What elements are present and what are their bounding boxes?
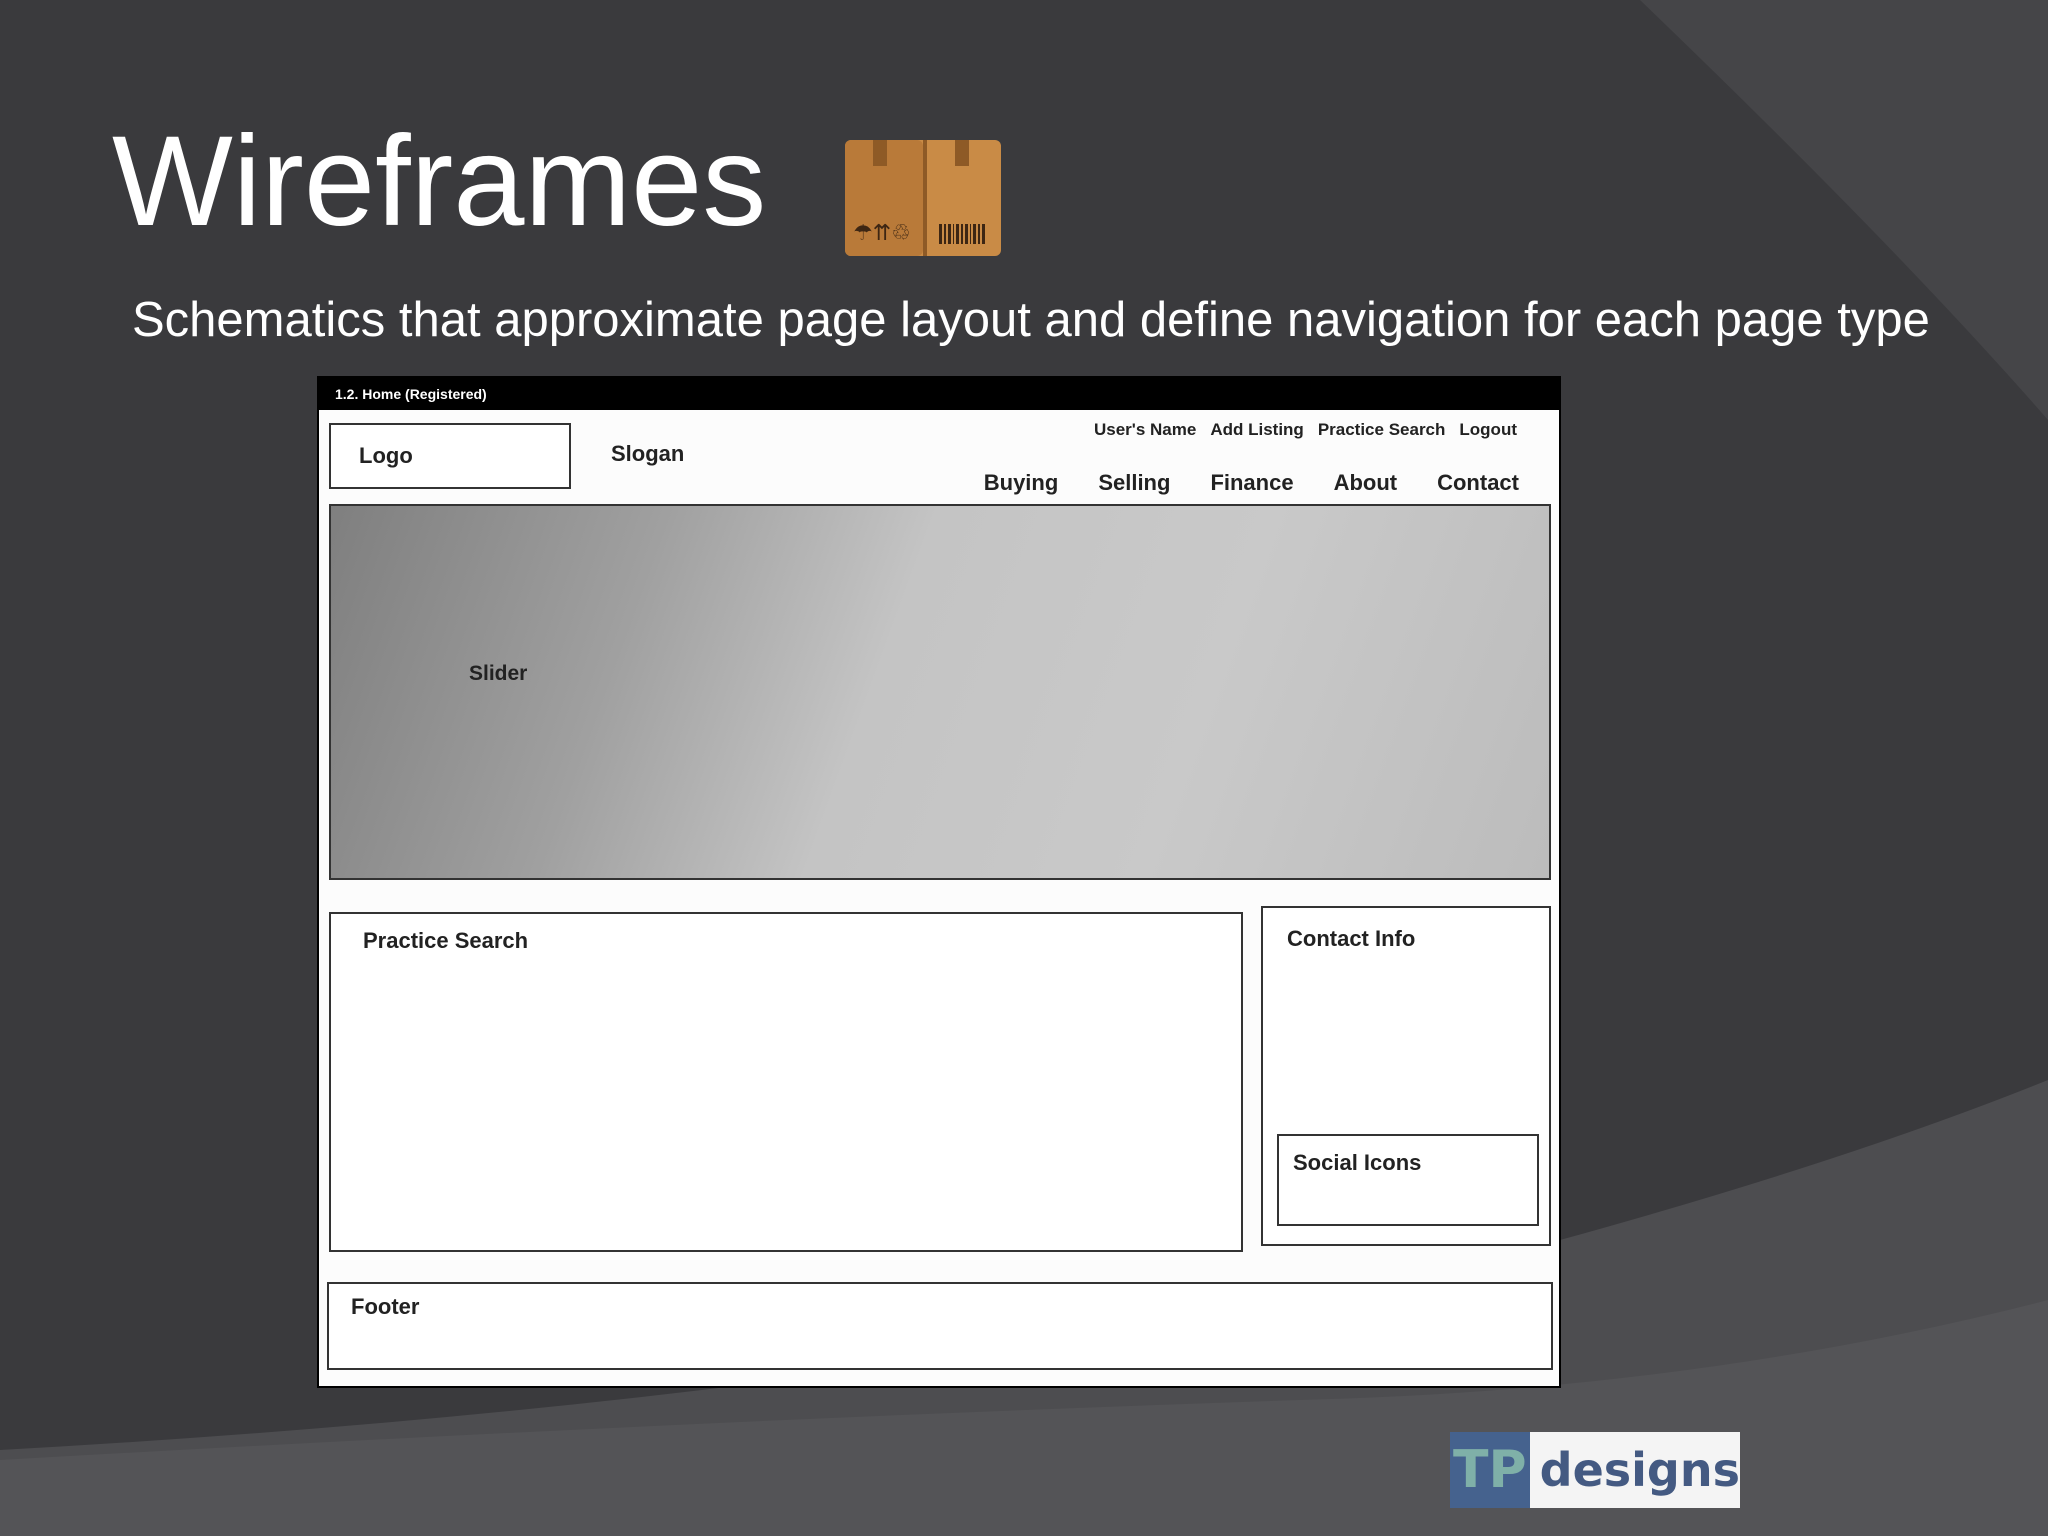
brand-designs-text: designs — [1539, 1443, 1740, 1497]
practice-search-panel[interactable]: Practice Search — [329, 912, 1243, 1252]
nav-add-listing[interactable]: Add Listing — [1210, 420, 1304, 439]
slide-subtitle: Schematics that approximate page layout … — [132, 293, 1930, 347]
nav-users-name[interactable]: User's Name — [1094, 420, 1197, 439]
logo-placeholder[interactable]: Logo — [329, 423, 571, 489]
nav-practice-search[interactable]: Practice Search — [1317, 420, 1446, 439]
tp-designs-logo: TP designs — [1450, 1432, 1740, 1508]
wireframe-mockup: 1.2. Home (Registered) Logo Slogan User'… — [317, 376, 1561, 1388]
slider-label: Slider — [469, 662, 528, 685]
nav-logout[interactable]: Logout — [1459, 420, 1517, 439]
nav-selling[interactable]: Selling — [1098, 470, 1171, 495]
brand-tp-mark: TP — [1450, 1432, 1530, 1508]
cardboard-box-icon: ☂⇈♲ — [845, 140, 1001, 256]
wireframe-page-label: 1.2. Home (Registered) — [335, 386, 487, 402]
nav-finance[interactable]: Finance — [1210, 470, 1294, 495]
footer-placeholder: Footer — [327, 1282, 1553, 1370]
contact-info-label: Contact Info — [1287, 926, 1416, 951]
slide-title: Wireframes — [112, 110, 767, 253]
wireframe-title-bar: 1.2. Home (Registered) — [319, 378, 1559, 410]
utility-nav: User's Name Add Listing Practice Search … — [1094, 420, 1517, 440]
nav-contact[interactable]: Contact — [1437, 470, 1519, 495]
social-icons-label: Social Icons — [1293, 1150, 1422, 1175]
nav-buying[interactable]: Buying — [983, 470, 1059, 495]
logo-label: Logo — [359, 443, 413, 468]
contact-info-panel: Contact Info Social Icons — [1261, 906, 1551, 1246]
nav-about[interactable]: About — [1333, 470, 1398, 495]
footer-label: Footer — [351, 1294, 420, 1319]
main-nav: Buying Selling Finance About Contact — [984, 470, 1519, 496]
slider-placeholder[interactable]: Slider — [329, 504, 1551, 880]
slogan-label: Slogan — [611, 441, 685, 466]
social-icons-placeholder[interactable]: Social Icons — [1277, 1134, 1539, 1226]
svg-text:☂⇈♲: ☂⇈♲ — [853, 221, 911, 246]
practice-search-label: Practice Search — [363, 928, 529, 953]
